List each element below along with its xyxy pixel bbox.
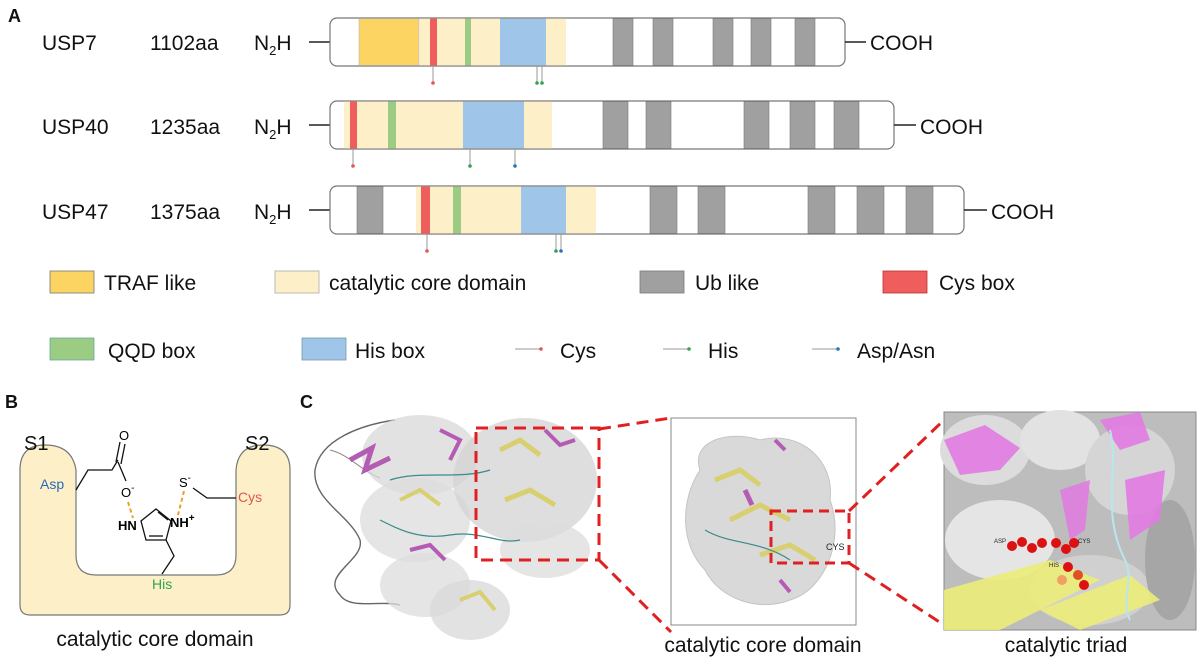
protein-name: USP47 [42,201,109,224]
cys-thiolate: S- [179,473,191,490]
ub-like [789,101,816,149]
ub-like [649,186,678,234]
full-protein-structure [314,415,597,640]
protein-row-usp47: USP47 1375aa N2H COOH [42,185,1054,253]
legend-swatch-cysbox [882,270,928,294]
cys-box [430,18,437,66]
zoom-box-2 [769,509,851,565]
ub-like [856,186,885,234]
his-box [463,101,524,149]
legend-label-catalytic: catalytic core domain [329,272,526,295]
n-terminus: N2H [254,201,292,227]
panel-c-caption-right: catalytic triad [1005,634,1128,657]
his-nh: HN [118,518,137,533]
carbonyl-oxygen: O [119,428,129,443]
s2-label: S2 [245,433,269,455]
cys-triad-label: CYS [1078,539,1090,545]
legend-marker-his [687,347,691,351]
cys-box [350,101,357,149]
protein-row-usp40: USP40 1235aa N2H COOH [42,100,983,168]
ub-like [652,18,674,66]
cys-residue [351,164,355,168]
his-box [521,186,566,234]
protein-length: 1102aa [150,32,219,55]
cys-residue [431,81,435,85]
his-residue [554,249,558,253]
n-terminus: N2H [254,116,292,142]
cys-structure-label: CYS [826,542,845,552]
qqd-box [453,186,461,234]
legend-marker-asp [836,347,840,351]
s1-label: S1 [24,433,48,455]
his-residue [535,81,539,85]
c-terminus: COOH [991,201,1054,224]
catalytic-domain [416,186,596,234]
traf-domain [358,18,420,66]
his-nh-plus: NH+ [170,513,195,530]
ub-like [612,18,634,66]
cys-label: Cys [238,489,262,505]
active-site-schematic: S1 S2 Asp Cys His O O- S- HN NH+ catalyt… [19,428,291,651]
panel-label-a: A [8,6,21,26]
ub-like [905,186,934,234]
qqd-box [465,18,471,66]
cys-box [421,186,430,234]
ub-like [807,186,836,234]
cys-residue [425,249,429,253]
legend: TRAF like catalytic core domain Ub like … [49,270,1015,363]
asp-residue [513,164,517,168]
c-terminus: COOH [870,32,933,55]
zoom-box-1 [474,426,601,562]
legend-swatch-ub [639,270,685,294]
ub-like [602,101,629,149]
ub-like [712,18,734,66]
legend-label-qqd: QQD box [108,340,196,363]
legend-label-hisbox: His box [355,340,426,363]
legend-label-cysbox: Cys box [939,272,1015,295]
legend-label-cys: Cys [560,340,596,363]
legend-marker-cys [539,347,543,351]
asp-oxygen-anion: O- [121,483,134,500]
his-label: His [152,576,172,592]
legend-swatch-qqd [49,337,95,361]
protein-name: USP40 [42,116,109,139]
legend-label-his: His [708,340,738,363]
catalytic-triad-structure: ASP CYS HIS catalytic triad [940,410,1197,657]
legend-swatch-traf [49,270,95,294]
binding-pocket [19,444,291,616]
asp-label: Asp [40,476,64,492]
ub-like [697,186,726,234]
ub-like [794,18,816,66]
panel-label-c: C [300,392,313,412]
his-residue [468,164,472,168]
ub-like [750,18,772,66]
protein-length: 1235aa [150,116,220,139]
panel-c-caption-middle: catalytic core domain [664,634,861,657]
panel-label-b: B [5,392,18,412]
panel-b-caption: catalytic core domain [56,628,253,651]
ub-like [356,186,384,234]
ub-like [743,101,770,149]
ub-like [645,101,672,149]
asp-residue [559,249,563,253]
n-terminus: N2H [254,32,292,58]
protein-row-usp7: USP7 1102aa N2H COOH [42,17,933,85]
legend-swatch-catalytic [274,270,320,294]
ub-like [833,101,860,149]
qqd-box [388,101,396,149]
asp-triad-label: ASP [994,539,1006,545]
legend-label-traf: TRAF like [104,272,196,295]
his-residue [540,81,544,85]
triad-residues [1007,537,1089,590]
his-box [500,18,546,66]
legend-label-ub: Ub like [695,272,759,295]
c-terminus: COOH [920,116,983,139]
his-triad-label: HIS [1049,563,1059,569]
legend-swatch-hisbox [301,337,347,361]
protein-length: 1375aa [150,201,220,224]
catalytic-core-structure: CYS catalytic core domain [664,417,862,657]
protein-name: USP7 [42,32,97,55]
legend-label-asp: Asp/Asn [857,340,935,363]
